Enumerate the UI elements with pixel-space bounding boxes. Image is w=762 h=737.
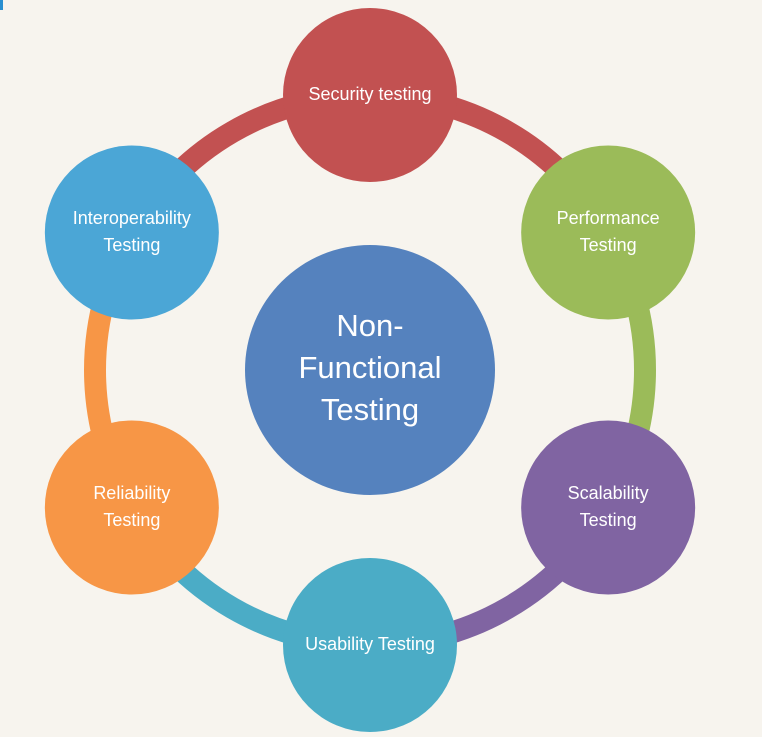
node-usability: Usability Testing xyxy=(283,558,457,732)
connector-reliability-interoperability xyxy=(84,291,117,449)
connector-security-performance xyxy=(433,92,576,187)
connector-usability-reliability xyxy=(164,553,307,648)
node-reliability-circle xyxy=(44,420,219,595)
node-performance-circle xyxy=(521,145,696,320)
node-performance-label-line: Performance xyxy=(557,208,660,228)
center-label-line: Non- xyxy=(336,308,403,343)
node-reliability-label-line: Testing xyxy=(103,510,160,530)
node-usability-label: Usability Testing xyxy=(305,634,435,654)
connector-scalability-usability xyxy=(433,553,576,648)
node-performance-label-line: Testing xyxy=(580,235,637,255)
node-scalability-label-line: Testing xyxy=(580,510,637,530)
connector-interoperability-security xyxy=(164,92,307,187)
center-label-line: Functional xyxy=(298,350,441,385)
center-circle xyxy=(245,245,495,495)
node-reliability-label-line: Reliability xyxy=(93,483,170,503)
node-security-circle xyxy=(283,8,457,182)
node-security-label: Security testing xyxy=(308,84,431,104)
node-interoperability-label-line: Interoperability xyxy=(73,208,191,228)
node-security: Security testing xyxy=(283,8,457,182)
corner-mark xyxy=(0,0,3,10)
node-interoperability-label-line: Testing xyxy=(103,235,160,255)
connector-performance-scalability xyxy=(623,291,656,449)
node-scalability-circle xyxy=(521,420,696,595)
node-scalability-label-line: Scalability xyxy=(568,483,649,503)
node-usability-label-line: Usability Testing xyxy=(305,634,435,654)
node-security-label-line: Security testing xyxy=(308,84,431,104)
node-interoperability-circle xyxy=(44,145,219,320)
center-label-line: Testing xyxy=(321,392,419,427)
node-usability-circle xyxy=(283,558,457,732)
